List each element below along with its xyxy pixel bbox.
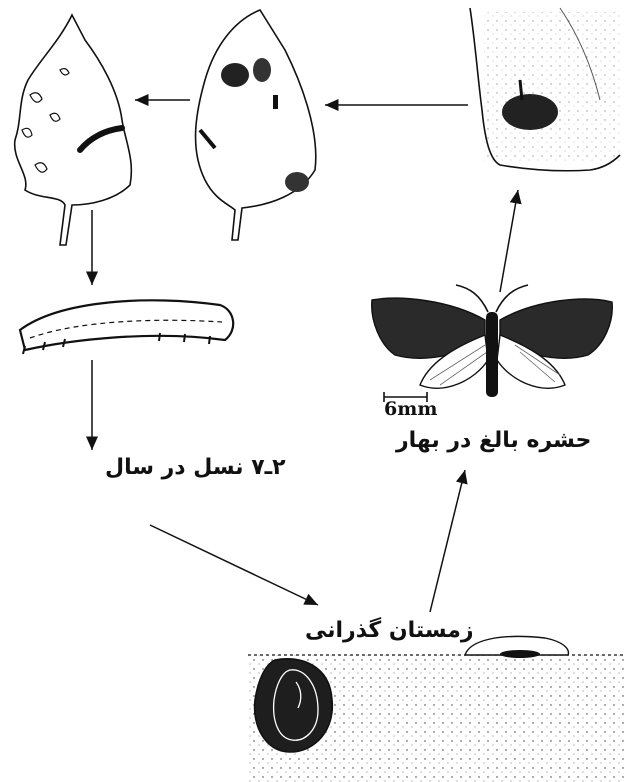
arrow-adult-to-egg-leaf — [500, 190, 518, 292]
adult-in-spring-label: حشره بالغ در بهار — [396, 428, 591, 453]
scale-bar-label: 6mm — [384, 398, 437, 420]
overwintering-label: زمستان گذرانی — [305, 618, 474, 643]
larva — [20, 300, 233, 354]
generations-per-year-label: ۲ـ۷ نسل در سال — [105, 455, 286, 480]
adult-moth — [372, 285, 613, 397]
arrow-overwinter-to-adult — [430, 470, 465, 612]
overwintering-pupa-in-soil — [248, 636, 624, 782]
arrow-to-overwinter — [150, 525, 318, 605]
damaged-leaf-skeletonized — [15, 15, 132, 245]
damaged-leaf-spots — [196, 10, 316, 240]
leaf-with-egg-mass — [470, 8, 620, 171]
